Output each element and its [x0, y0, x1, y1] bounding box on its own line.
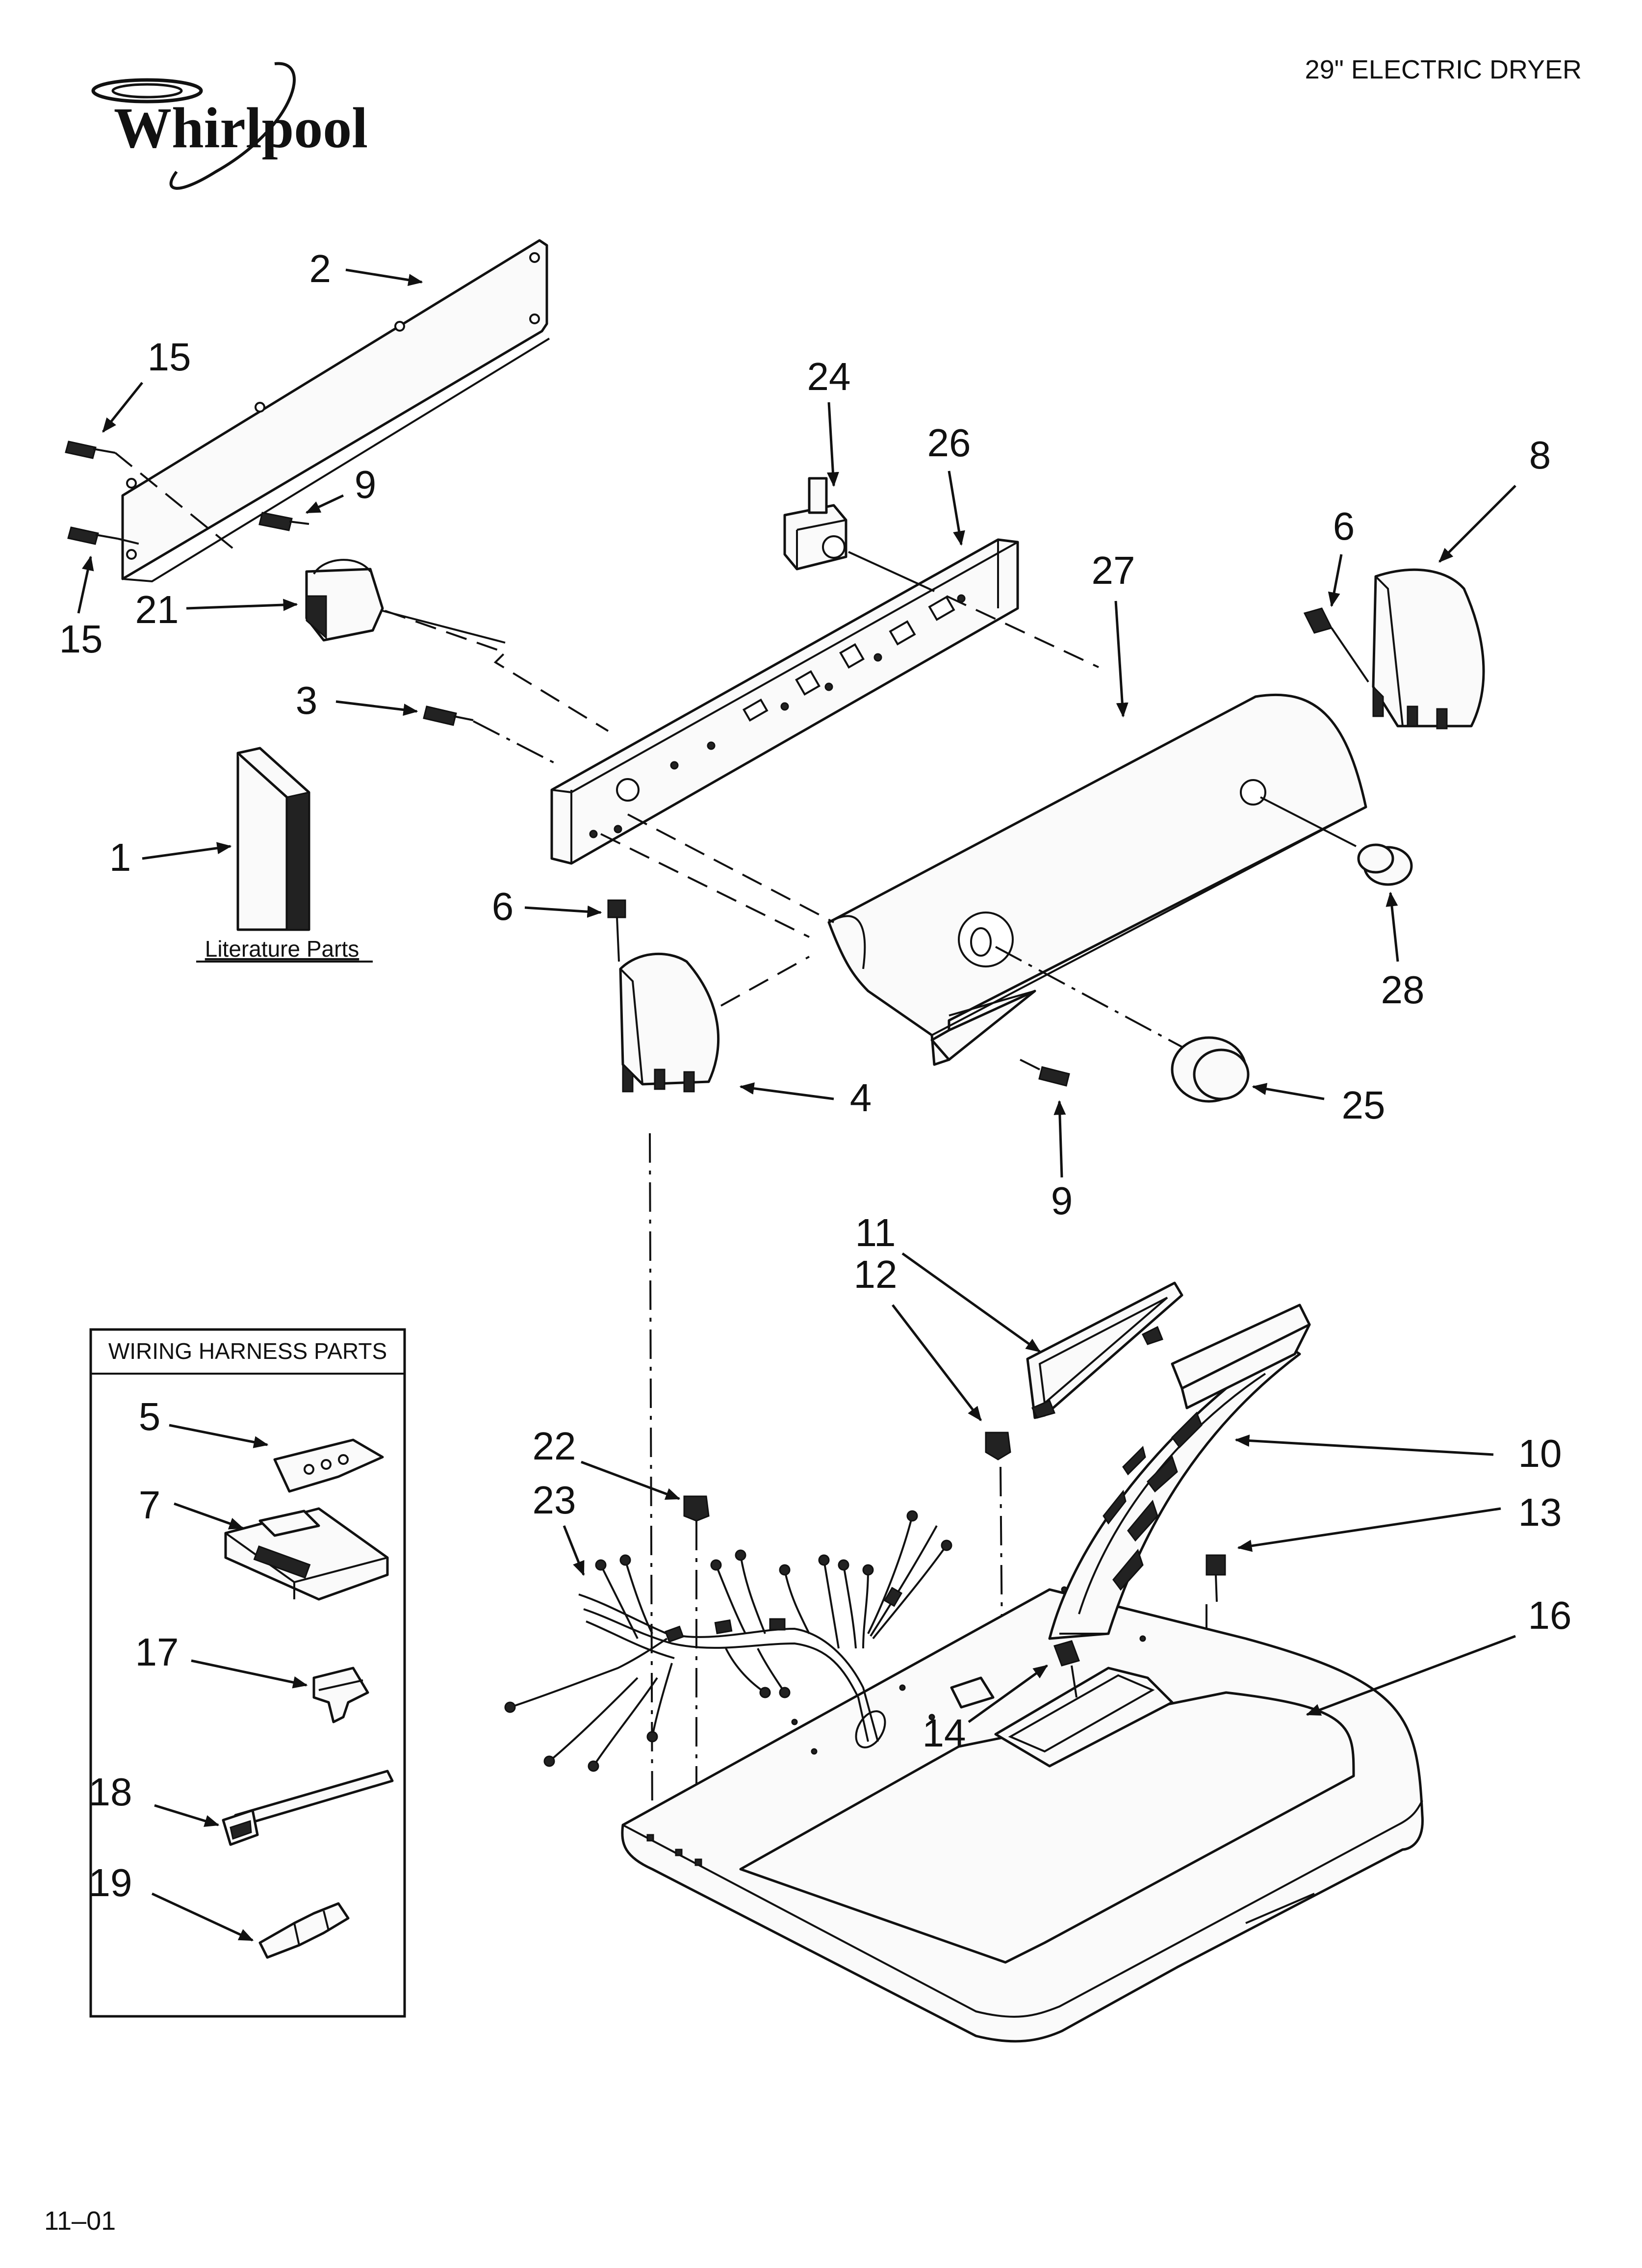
callout-11: 11 — [855, 1211, 896, 1254]
part-23-wire-harness — [504, 1510, 952, 1772]
part-22-clip — [683, 1495, 710, 1522]
part-17-clip — [312, 1667, 369, 1723]
part-28-push-button — [1260, 796, 1413, 886]
callout-18: 18 — [89, 1770, 132, 1814]
callout-8: 8 — [1529, 433, 1551, 477]
callout-27: 27 — [1092, 548, 1135, 592]
whirlpool-logo: Whirlpool — [91, 62, 368, 190]
callout-28: 28 — [1381, 968, 1425, 1012]
part-5-connector — [273, 1438, 384, 1493]
callout-2: 2 — [309, 247, 332, 290]
part-1-literature — [236, 747, 310, 931]
callout-24: 24 — [807, 355, 851, 398]
callout-4: 4 — [850, 1076, 872, 1120]
part-9-screw-bottom — [1020, 1059, 1070, 1087]
callout-9-bottom: 9 — [1051, 1179, 1073, 1223]
revision-code: 11–01 — [44, 2206, 116, 2236]
part-10-lint-grille — [1048, 1303, 1311, 1640]
callout-21: 21 — [135, 588, 179, 631]
wiring-box-title: WIRING HARNESS PARTS — [108, 1338, 387, 1364]
literature-parts-label: Literature Parts — [205, 936, 359, 962]
callout-3: 3 — [296, 678, 318, 722]
part-12-screen-clip — [985, 1432, 1011, 1460]
callout-15-top: 15 — [148, 335, 191, 379]
callout-6-top: 6 — [1333, 504, 1355, 548]
callout-15-bottom: 15 — [59, 617, 103, 661]
part-19-terminal — [258, 1902, 350, 1959]
callout-22: 22 — [533, 1424, 576, 1468]
part-6-screw-top — [1303, 607, 1369, 683]
part-7-terminal-block — [224, 1507, 389, 1601]
part-3-screw — [423, 705, 474, 726]
part-24-switch — [783, 477, 935, 592]
part-21-timer-switch — [305, 559, 506, 644]
callout-10: 10 — [1518, 1432, 1562, 1475]
part-18-tie-wrap — [222, 1770, 394, 1846]
callout-25: 25 — [1342, 1083, 1385, 1127]
callout-26: 26 — [927, 421, 971, 465]
part-25-knob — [1171, 1036, 1250, 1103]
callout-5: 5 — [139, 1395, 161, 1438]
callout-16: 16 — [1528, 1593, 1572, 1637]
brand-wordmark: Whirlpool — [114, 96, 368, 160]
part-15-screw-top — [65, 441, 116, 459]
callout-9-top: 9 — [355, 463, 377, 506]
callout-1: 1 — [109, 835, 131, 879]
part-15-screw-bottom — [67, 526, 118, 545]
part-6-screw-left — [607, 899, 626, 962]
part-16-top-panel — [621, 1586, 1424, 2043]
callout-17: 17 — [135, 1630, 179, 1674]
callout-7: 7 — [139, 1483, 161, 1527]
part-13-screw — [1206, 1554, 1226, 1602]
part-9-screw-top — [258, 512, 309, 531]
part-11-lint-screen — [1026, 1281, 1183, 1419]
callout-19: 19 — [89, 1861, 132, 1904]
part-2-rear-panel — [121, 239, 550, 583]
part-8-end-cap-right — [1372, 568, 1485, 730]
part-26-console-bracket — [550, 538, 1019, 865]
callout-12: 12 — [854, 1252, 898, 1296]
callout-13: 13 — [1518, 1490, 1562, 1534]
model-title: 29" ELECTRIC DRYER — [1305, 55, 1582, 84]
callout-14: 14 — [923, 1711, 966, 1755]
part-27-console — [827, 693, 1367, 1066]
callout-23: 23 — [533, 1478, 576, 1522]
part-14-screw — [1053, 1640, 1080, 1698]
callout-6-left: 6 — [492, 885, 514, 928]
part-4-end-cap-left — [619, 952, 720, 1093]
wiring-harness-box: WIRING HARNESS PARTS 5 7 17 — [89, 1328, 406, 2018]
